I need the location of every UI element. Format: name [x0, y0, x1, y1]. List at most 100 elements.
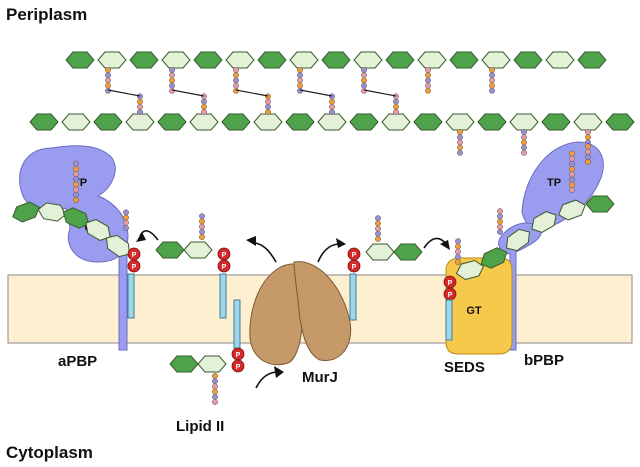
peptide-stem: [521, 129, 527, 156]
nag-sugar: [381, 113, 411, 131]
lipid-ii-label: Lipid II: [176, 418, 224, 435]
nag-sugar: [183, 241, 213, 259]
amino-acid-bead: [489, 72, 495, 79]
amino-acid-bead: [585, 143, 591, 150]
arrow-head: [336, 238, 346, 248]
peptide-stem: [297, 67, 303, 94]
amino-acid-bead: [455, 248, 461, 255]
glycan-strand: [29, 113, 635, 131]
amino-acid-bead: [123, 209, 129, 216]
nag-sugar: [289, 51, 319, 69]
flow-arrow: [423, 237, 450, 250]
seds-body: [445, 257, 513, 355]
apbp-nascent-chain: PP: [12, 160, 141, 319]
nag-sugar: [509, 113, 539, 131]
phosphate: P: [443, 275, 457, 289]
flow-arrow: [136, 230, 159, 242]
glycan-strand: [65, 51, 607, 69]
nam-sugar: [393, 243, 423, 261]
arrow-head: [440, 240, 450, 250]
lipid-ii-periplasmic-left: PP: [155, 213, 231, 319]
phosphate: P: [443, 287, 457, 301]
peptide-stem: [569, 150, 575, 193]
amino-acid-bead: [489, 87, 495, 94]
amino-acid-bead: [73, 186, 79, 193]
amino-acid-bead: [199, 234, 205, 240]
nam-sugar: [577, 51, 607, 69]
phosphate: P: [127, 247, 141, 261]
nag-sugar: [365, 243, 395, 261]
nag-sugar: [531, 211, 557, 233]
nam-sugar: [29, 113, 59, 131]
murj-right-lobe: [293, 261, 352, 362]
peptide-stem: [393, 93, 399, 115]
amino-acid-bead: [105, 82, 111, 89]
amino-acid-bead: [123, 219, 129, 226]
amino-acid-bead: [521, 129, 527, 135]
nam-sugar: [513, 51, 543, 69]
amino-acid-bead: [212, 373, 218, 379]
phosphate-label: P: [448, 280, 453, 287]
amino-acid-bead: [199, 213, 205, 220]
amino-acid-bead: [297, 82, 303, 89]
amino-acid-bead: [569, 171, 575, 178]
amino-acid-bead: [212, 378, 218, 385]
amino-acid-bead: [497, 213, 503, 220]
arrow-shaft: [317, 243, 341, 263]
phosphate-label: P: [222, 252, 227, 259]
amino-acid-bead: [73, 191, 79, 198]
amino-acid-bead: [585, 129, 591, 135]
nag-sugar: [253, 113, 283, 131]
nag-sugar: [161, 51, 191, 69]
amino-acid-bead: [569, 187, 575, 193]
seds-gt-label: GT: [466, 305, 482, 317]
phosphate: P: [217, 247, 231, 261]
nam-sugar: [385, 51, 415, 69]
apbp-label: aPBP: [58, 353, 97, 370]
amino-acid-bead: [393, 93, 399, 100]
amino-acid-bead: [425, 77, 431, 84]
amino-acid-bead: [457, 134, 463, 141]
peptide-stem: [361, 67, 367, 94]
phosphate-circle: [127, 259, 141, 273]
amino-acid-bead: [265, 93, 271, 100]
phosphate-label: P: [236, 364, 241, 371]
amino-acid-bead: [73, 160, 79, 167]
amino-acid-bead: [297, 67, 303, 73]
amino-acid-bead: [169, 82, 175, 89]
amino-acid-bead: [212, 388, 218, 395]
phosphate-label: P: [448, 292, 453, 299]
amino-acid-bead: [73, 181, 79, 188]
nam-sugar: [65, 51, 95, 69]
amino-acid-bead: [169, 72, 175, 79]
amino-acid-bead: [521, 139, 527, 146]
nag-sugar: [353, 51, 383, 69]
nam-sugar: [585, 195, 615, 213]
periplasm-label: Periplasm: [6, 5, 87, 24]
amino-acid-bead: [105, 77, 111, 84]
amino-acid-bead: [329, 109, 335, 115]
nag-sugar: [417, 51, 447, 69]
amino-acid-bead: [497, 229, 503, 235]
amino-acid-bead: [455, 253, 461, 260]
amino-acid-bead: [457, 144, 463, 151]
nam-sugar: [285, 113, 315, 131]
crosslink: [107, 89, 141, 97]
amino-acid-bead: [123, 214, 129, 221]
phosphate-circle: [217, 259, 231, 273]
amino-acid-bead: [73, 176, 79, 183]
nam-sugar: [129, 51, 159, 69]
bpbp-tp-label: TP: [547, 177, 561, 189]
flow-arrow: [246, 236, 277, 263]
nag-sugar: [225, 51, 255, 69]
amino-acid-bead: [489, 77, 495, 84]
amino-acid-bead: [425, 67, 431, 73]
peptide-stem: [212, 373, 218, 405]
amino-acid-bead: [569, 155, 575, 162]
amino-acid-bead: [569, 150, 575, 157]
flow-arrow: [317, 238, 346, 263]
flow-arrow: [255, 366, 284, 389]
amino-acid-bead: [455, 259, 461, 265]
amino-acid-bead: [393, 109, 399, 115]
